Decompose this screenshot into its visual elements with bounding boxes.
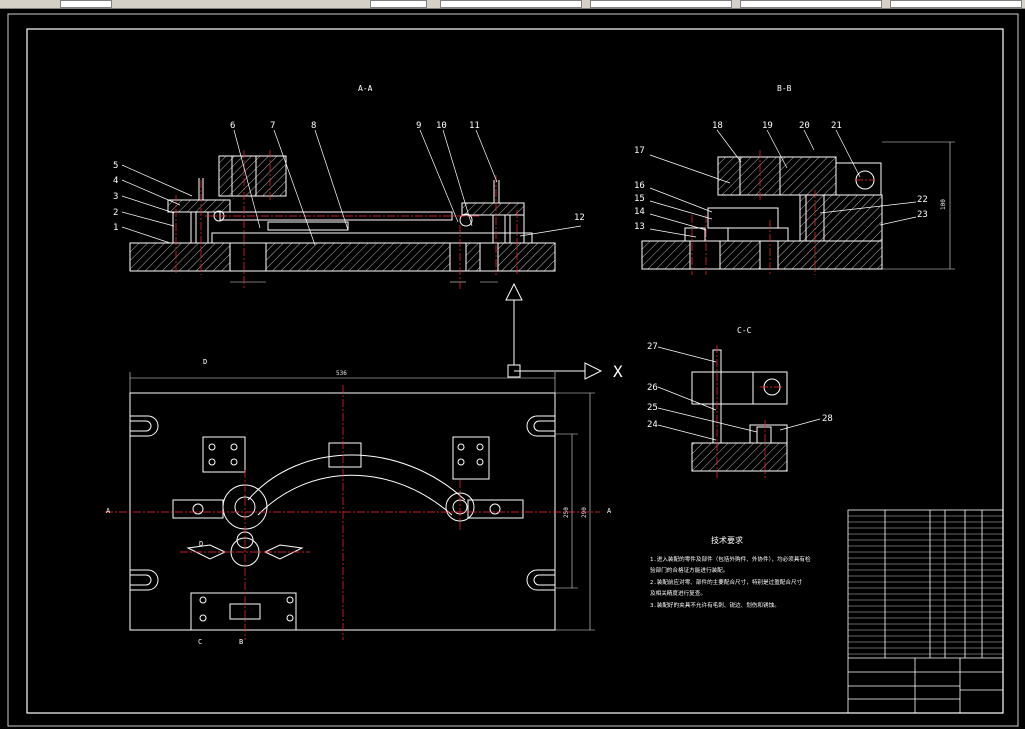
balloon-label: 23 [917, 210, 928, 220]
section-bb-centerlines [691, 150, 875, 275]
balloon-label: 5 [113, 161, 118, 171]
balloon-label: 26 [647, 383, 658, 393]
section-mark-b: B [239, 638, 243, 646]
section-cc-title: C-C [737, 326, 752, 335]
section-aa-leaders [121, 129, 582, 246]
section-aa-title: A-A [358, 84, 373, 93]
toolbar-field[interactable] [60, 0, 112, 8]
title-block [847, 509, 1004, 714]
balloon-label: 11 [469, 121, 480, 131]
note-line: 及相关精度进行复查。 [650, 589, 706, 597]
balloon-label: 4 [113, 176, 118, 186]
section-aa-view: A-A [129, 84, 556, 283]
note-line: 2.装配前应对零、部件的主要配合尺寸，特别是过盈配合尺寸 [650, 578, 803, 586]
balloon-label: 19 [762, 121, 773, 131]
outer-width-dim: 290 [581, 507, 588, 518]
balloon-label: 25 [647, 403, 658, 413]
section-cc-balloon-labels: 27 26 25 24 28 [647, 342, 833, 430]
section-bb-title: B-B [777, 84, 792, 93]
section-mark-a-left: A [106, 507, 111, 515]
overall-height-dim: 100 [940, 199, 947, 210]
note-line: 验部门的合格证方能进行装配。 [650, 566, 728, 574]
axis-x-label: X [613, 362, 623, 381]
balloon-label: 16 [634, 181, 645, 191]
balloon-label: 6 [230, 121, 235, 131]
balloon-label: 7 [270, 121, 275, 131]
toolbar-field[interactable] [590, 0, 732, 8]
notes-title: 技术要求 [711, 535, 743, 545]
drawing-border [26, 28, 1004, 714]
note-line: 1.进入装配的零件及部件（包括外购件、外协件），均必须具有检 [650, 555, 811, 563]
section-aa-centerlines [175, 150, 518, 290]
balloon-label: 9 [416, 121, 421, 131]
balloon-label: 14 [634, 207, 645, 217]
note-line: 3.装配好的夹具不允许有毛刺、锐边、划伤和锈蚀。 [650, 601, 780, 609]
toolbar-field[interactable] [740, 0, 882, 8]
inner-width-dim: 250 [563, 507, 570, 518]
balloon-label: 8 [311, 121, 316, 131]
balloon-label: 17 [634, 146, 645, 156]
plan-view-centerlines [105, 385, 600, 640]
section-cc-leaders [657, 346, 821, 441]
ucs-axis-icon: X [505, 282, 623, 381]
balloon-label: 18 [712, 121, 723, 131]
toolbar-field[interactable] [370, 0, 427, 8]
cad-toolbar [0, 0, 1025, 9]
balloon-label: 3 [113, 192, 118, 202]
section-mark-a-right: A [607, 507, 612, 515]
overall-length-dim: 536 [336, 370, 347, 377]
balloon-label: 27 [647, 342, 658, 352]
drawing-canvas[interactable]: A-A [0, 9, 1025, 729]
plan-view: 536 250 290 [129, 370, 595, 631]
balloon-label: 22 [917, 195, 928, 205]
balloon-label: 28 [822, 414, 833, 424]
balloon-label: 12 [574, 213, 585, 223]
title-block-rows [848, 515, 1003, 655]
balloon-label: 13 [634, 222, 645, 232]
outer-frame [7, 13, 1019, 727]
toolbar-field[interactable] [890, 0, 1022, 8]
section-aa-balloon-labels: 5 4 3 2 1 6 7 8 9 10 11 12 [113, 121, 585, 233]
balloon-label: 15 [634, 194, 645, 204]
section-bb-view: B-B 100 [641, 84, 955, 270]
section-bb-leaders [649, 129, 917, 238]
section-mark-d: D [203, 358, 207, 366]
technical-notes: 技术要求 1.进入装配的零件及部件（包括外购件、外协件），均必须具有检 验部门的… [650, 535, 811, 609]
section-mark-d: D [199, 540, 203, 548]
section-cc-view: C-C [691, 326, 788, 472]
balloon-label: 21 [831, 121, 842, 131]
balloon-label: 2 [113, 208, 118, 218]
plan-view-section-marks: A A D D C B [106, 358, 612, 646]
section-cc-centerlines [716, 345, 784, 478]
toolbar-field[interactable] [440, 0, 582, 8]
balloon-label: 20 [799, 121, 810, 131]
section-bb-balloon-labels: 17 16 15 14 13 18 19 20 21 22 23 [634, 121, 928, 232]
section-mark-c: C [198, 638, 202, 646]
balloon-label: 24 [647, 420, 658, 430]
balloon-label: 1 [113, 223, 118, 233]
balloon-label: 10 [436, 121, 447, 131]
